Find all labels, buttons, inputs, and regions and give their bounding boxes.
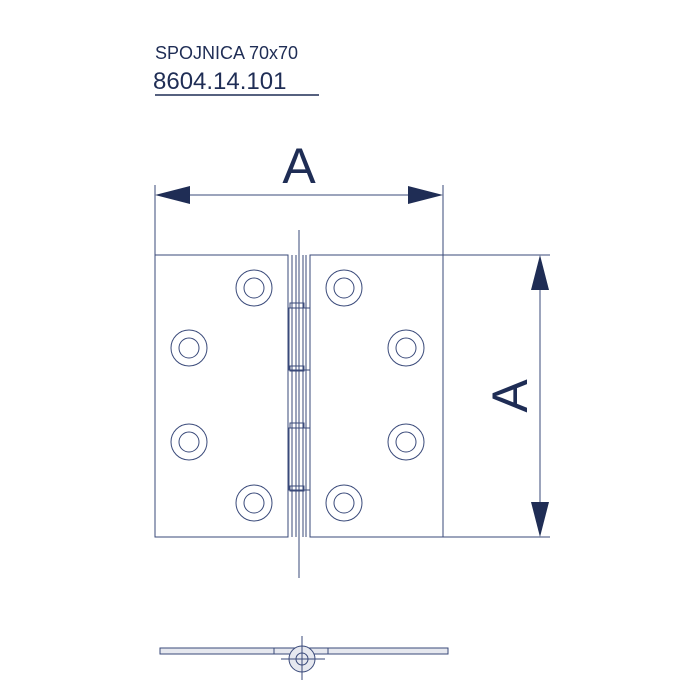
arrow-left-icon [155, 186, 190, 204]
screw-holes [170, 269, 425, 522]
screw-hole [325, 484, 363, 522]
hinge-knuckle [287, 230, 311, 578]
arrow-down-icon [531, 502, 549, 537]
screw-hole [325, 269, 363, 307]
screw-hole [170, 423, 208, 461]
width-dimension: A [154, 138, 444, 255]
screw-hole [387, 329, 425, 367]
screw-hole [387, 423, 425, 461]
drawing-title: SPOJNICA 70x70 [155, 43, 298, 63]
arrow-up-icon [531, 255, 549, 290]
left-leaf [154, 254, 289, 538]
screw-hole [170, 329, 208, 367]
screw-hole [235, 269, 273, 307]
height-dimension: A [443, 254, 550, 538]
screw-hole [235, 484, 273, 522]
arrow-right-icon [408, 186, 443, 204]
right-leaf [309, 254, 444, 538]
side-view [159, 636, 449, 680]
height-label: A [482, 379, 538, 413]
part-number: 8604.14.101 [153, 68, 286, 95]
width-label: A [282, 138, 316, 194]
